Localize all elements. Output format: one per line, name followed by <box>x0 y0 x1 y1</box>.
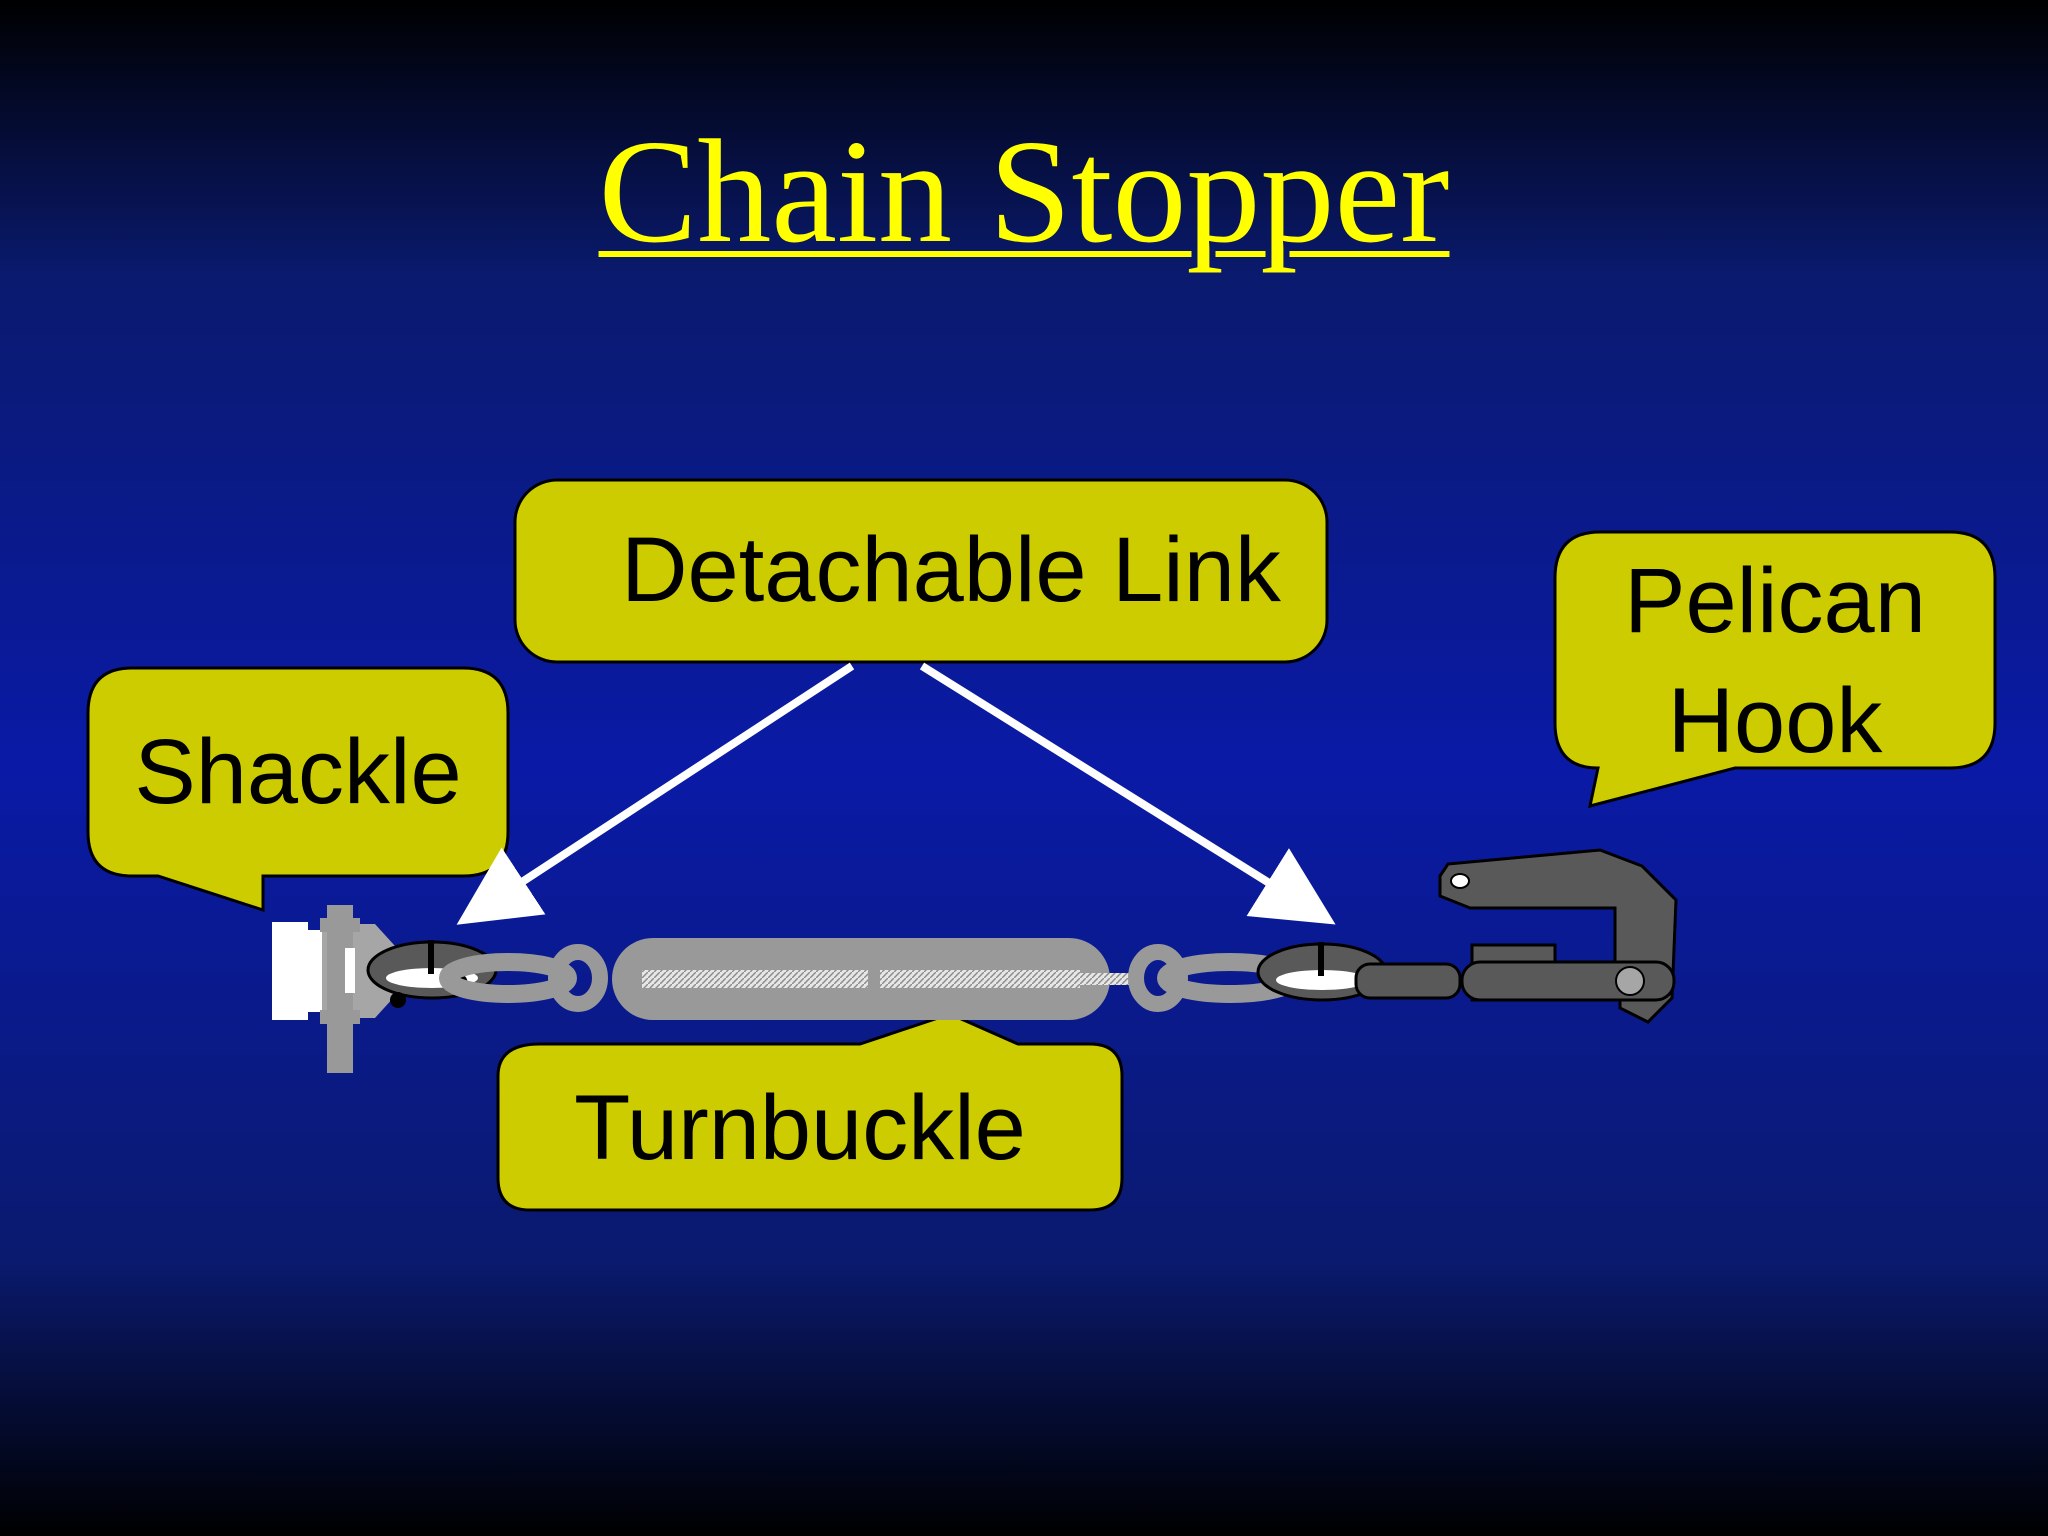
shackle-label: Shackle <box>88 721 508 823</box>
pelican-hook-label-line2: Hook <box>1667 669 1883 772</box>
turnbuckle-callout <box>496 1012 1124 1212</box>
turnbuckle-icon <box>612 938 1130 1020</box>
slide-title: Chain Stopper <box>0 118 2048 266</box>
arrow-to-left-detachable-link <box>456 662 855 925</box>
turnbuckle-label: Turnbuckle <box>498 1077 1122 1179</box>
chain-link-icon-left <box>439 944 608 1012</box>
detachable-link-label-text: Detachable Link <box>621 519 1281 621</box>
detachable-link-callout <box>513 478 1329 664</box>
pelican-hook-callout <box>1553 530 1997 809</box>
turnbuckle-label-text: Turnbuckle <box>574 1077 1026 1179</box>
shackle-label-text: Shackle <box>134 721 462 823</box>
pelican-hook-icon <box>1354 848 1678 1024</box>
detachable-link-label: Detachable Link <box>515 519 1327 621</box>
shackle-callout <box>86 666 510 913</box>
detachable-link-arrows <box>456 662 1336 925</box>
slide-title-text: Chain Stopper <box>598 110 1450 274</box>
shackle-icon <box>272 905 395 1073</box>
pelican-hook-label-line1: Pelican <box>1624 550 1926 652</box>
arrow-to-right-detachable-link <box>919 662 1336 925</box>
detachable-link-icon-right <box>1256 942 1388 1002</box>
pelican-hook-label: Pelican Hook <box>1555 542 1995 781</box>
